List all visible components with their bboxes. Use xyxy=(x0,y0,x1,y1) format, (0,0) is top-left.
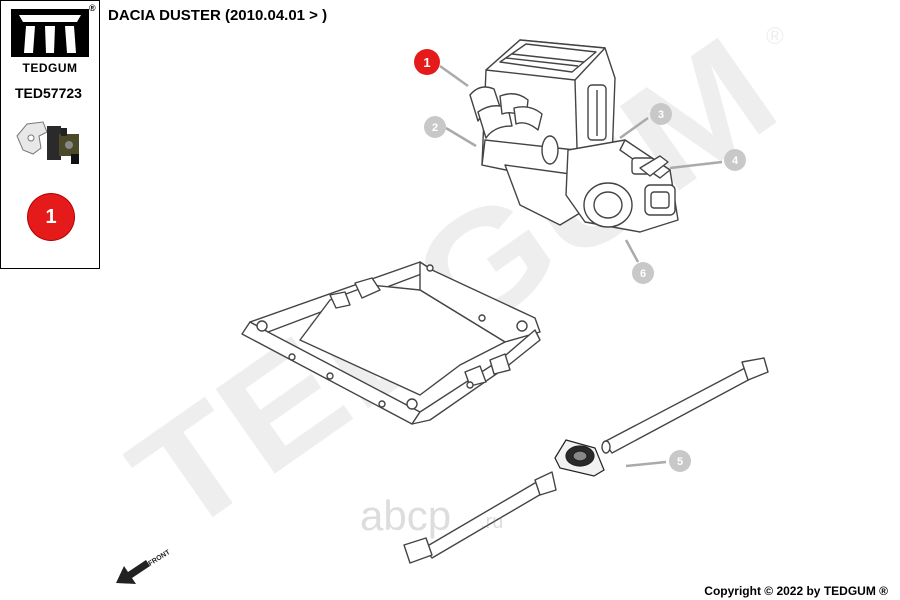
callout-badge-4[interactable]: 4 xyxy=(724,149,746,171)
callout-badge-2[interactable]: 2 xyxy=(424,116,446,138)
callout-badge-5[interactable]: 5 xyxy=(669,450,691,472)
callout-badge-6[interactable]: 6 xyxy=(632,262,654,284)
callout-leader-lines xyxy=(439,64,723,468)
vehicle-title: DACIA DUSTER (2010.04.01 > ) xyxy=(108,7,328,24)
callout-label-5: 5 xyxy=(677,456,683,468)
tedgum-logo xyxy=(11,9,89,57)
brand-name: TEDGUM xyxy=(22,61,78,75)
brand-registered-mark: ® xyxy=(89,3,96,13)
part-thumbnail[interactable] xyxy=(13,114,91,176)
front-direction-arrow-icon: FRONT xyxy=(116,549,172,584)
part-info-panel: ® TEDGUM TED57723 1 xyxy=(0,0,100,269)
callout-label-3: 3 xyxy=(658,109,664,121)
callout-badge-1[interactable]: 1 xyxy=(414,49,440,75)
rear-drive-shaft[interactable] xyxy=(403,357,769,564)
copyright-notice: Copyright © 2022 by TEDGUM ® xyxy=(704,584,888,598)
abcp-watermark-text: abcp xyxy=(360,492,451,539)
front-subframe[interactable] xyxy=(241,261,541,425)
selected-position-badge: 1 xyxy=(28,194,74,240)
center-support-bearing[interactable] xyxy=(554,439,605,477)
part-number: TED57723 xyxy=(15,85,82,101)
abcp-watermark-suffix: .ru xyxy=(480,511,503,533)
callout-label-6: 6 xyxy=(640,268,646,280)
callout-label-4: 4 xyxy=(732,155,739,167)
front-direction-label: FRONT xyxy=(147,549,172,568)
abcp-watermark: abcp .ru xyxy=(360,492,503,539)
gearbox[interactable] xyxy=(565,139,679,233)
watermark-reg-mark: ® xyxy=(766,23,784,50)
callout-badge-3[interactable]: 3 xyxy=(650,103,672,125)
callout-label-2: 2 xyxy=(432,122,438,134)
callout-label-1: 1 xyxy=(423,55,430,70)
